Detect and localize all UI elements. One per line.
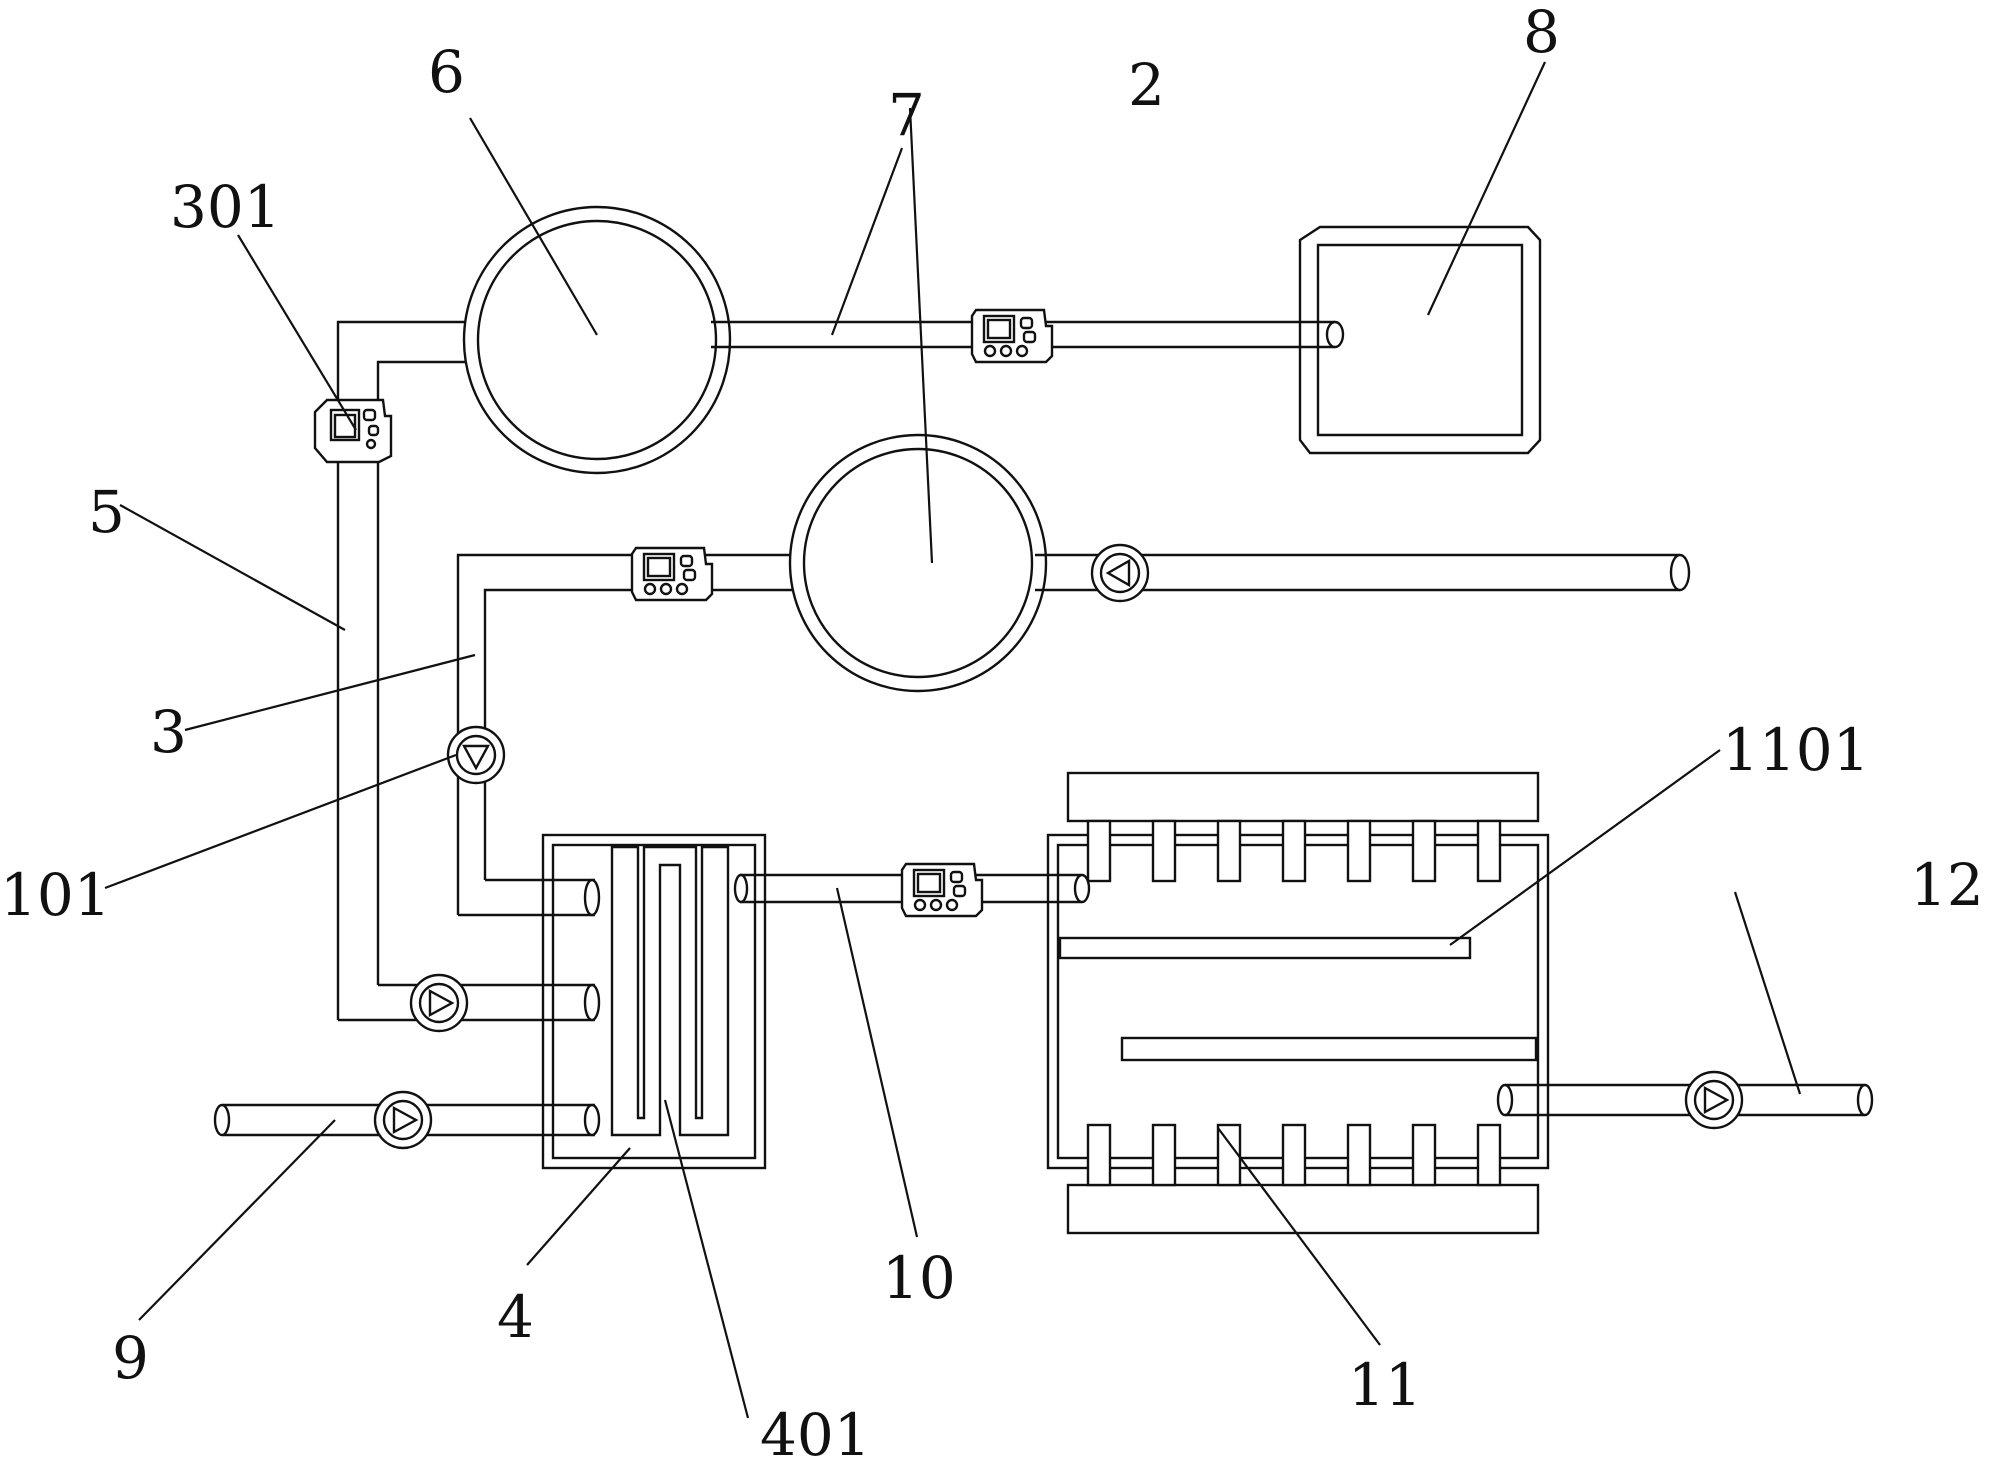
leader-lines (104, 61, 1802, 1419)
box-8 (1298, 225, 1542, 455)
heat-exchanger-4 (541, 833, 767, 1170)
pump-icon (373, 1090, 433, 1150)
pipe-5 (336, 320, 485, 1020)
baffle-lower (1120, 1036, 1538, 1062)
flow-meter-icon (630, 546, 714, 602)
label-3: 3 (150, 698, 187, 766)
pump-icon (409, 973, 469, 1033)
flow-meter-icon (970, 308, 1054, 364)
label-10: 10 (882, 1244, 956, 1312)
pump-icon (446, 725, 506, 785)
inlet-stub-3 (458, 878, 601, 917)
label-301: 301 (170, 173, 281, 241)
label-11: 11 (1348, 1351, 1422, 1419)
label-401: 401 (760, 1401, 871, 1463)
tank-6 (462, 205, 732, 475)
label-9: 9 (112, 1324, 149, 1392)
baffle-1101 (1058, 936, 1472, 960)
label-6: 6 (428, 38, 465, 106)
upper-electrodes (1086, 819, 1502, 883)
label-1101: 1101 (1722, 716, 1870, 784)
reactor-11 (1046, 771, 1550, 1235)
flow-meter-icon (900, 862, 984, 918)
label-101: 101 (0, 861, 111, 929)
label-2: 2 (1128, 51, 1165, 119)
coil-401 (610, 845, 730, 1137)
label-7: 7 (888, 81, 925, 149)
label-12: 12 (1910, 851, 1984, 919)
pipe-12 (1496, 1083, 1874, 1117)
flow-meter-icon (313, 398, 393, 464)
lower-electrodes (1086, 1123, 1502, 1187)
label-8: 8 (1523, 0, 1560, 66)
label-5: 5 (88, 478, 125, 546)
pump-icon (1090, 543, 1150, 603)
inlet-stub-5 (338, 983, 601, 1022)
label-4: 4 (497, 1283, 534, 1351)
tank-2 (788, 433, 1048, 693)
pump-icon (1684, 1070, 1744, 1130)
